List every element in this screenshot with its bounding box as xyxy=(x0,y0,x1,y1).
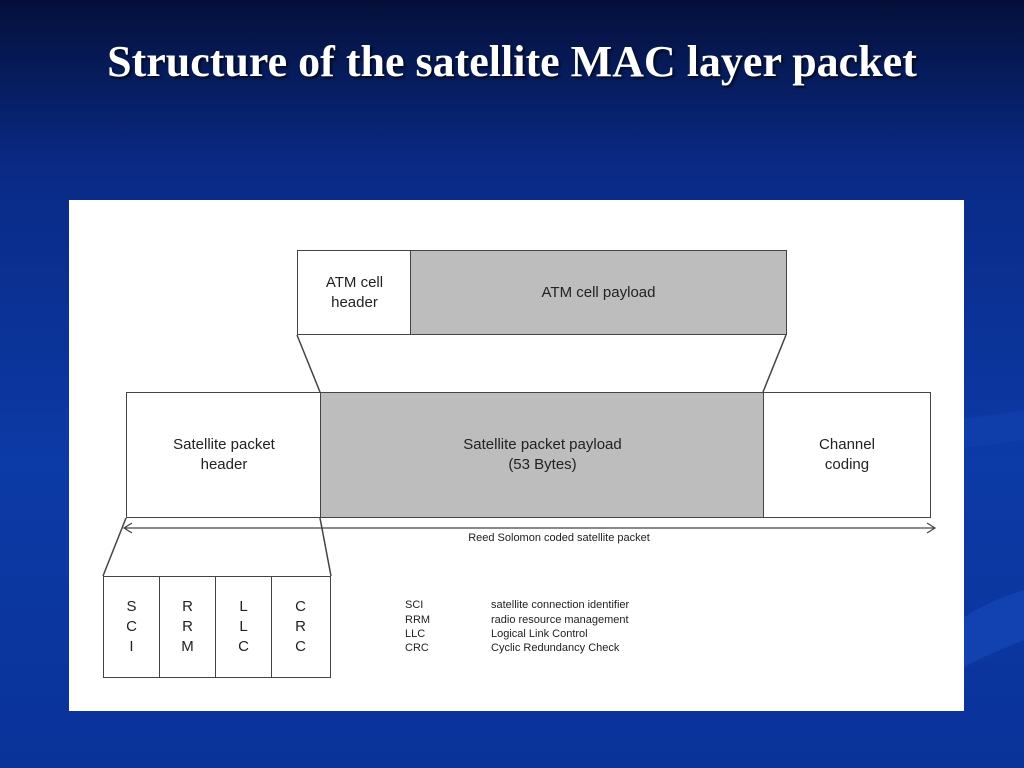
legend-abbr: RRM xyxy=(405,614,431,626)
legend-definition: Cyclic Redundancy Check xyxy=(491,642,620,654)
legend-definition: satellite connection identifier xyxy=(491,599,630,611)
diagram-panel: ATM cell header ATM cell payload Satelli… xyxy=(69,200,964,711)
slide-title: Structure of the satellite MAC layer pac… xyxy=(107,37,917,86)
legend-definition: Logical Link Control xyxy=(491,628,588,640)
legend-row-sci: SCI satellite connection identifier xyxy=(405,598,705,612)
channel-coding: Channel coding xyxy=(763,392,931,518)
legend-row-llc: LLC Logical Link Control xyxy=(405,627,705,641)
field-sci-text: S C I xyxy=(126,598,138,655)
field-rrm-text: R R M xyxy=(181,598,195,655)
legend-abbr: SCI xyxy=(405,599,424,611)
legend-row-rrm: RRM radio resource management xyxy=(405,613,705,627)
field-sci: S C I xyxy=(103,576,161,678)
span-label: Reed Solomon coded satellite packet xyxy=(468,532,650,544)
field-crc: C R C xyxy=(271,576,331,678)
field-rrm: R R M xyxy=(159,576,217,678)
legend-definition: radio resource management xyxy=(491,614,629,626)
atm-cell-header: ATM cell header xyxy=(297,250,412,335)
field-llc-text: L L C xyxy=(238,598,250,655)
field-crc-text: C R C xyxy=(295,598,307,655)
satellite-packet-payload: Satellite packet payload (53 Bytes) xyxy=(320,392,765,518)
legend-abbr: LLC xyxy=(405,628,426,640)
legend-row-crc: CRC Cyclic Redundancy Check xyxy=(405,641,705,655)
atm-cell-payload: ATM cell payload xyxy=(410,250,787,335)
legend-abbr: CRC xyxy=(405,642,429,654)
connector-lines xyxy=(102,334,937,577)
satellite-packet-header: Satellite packet header xyxy=(126,392,322,518)
field-llc: L L C xyxy=(215,576,273,678)
